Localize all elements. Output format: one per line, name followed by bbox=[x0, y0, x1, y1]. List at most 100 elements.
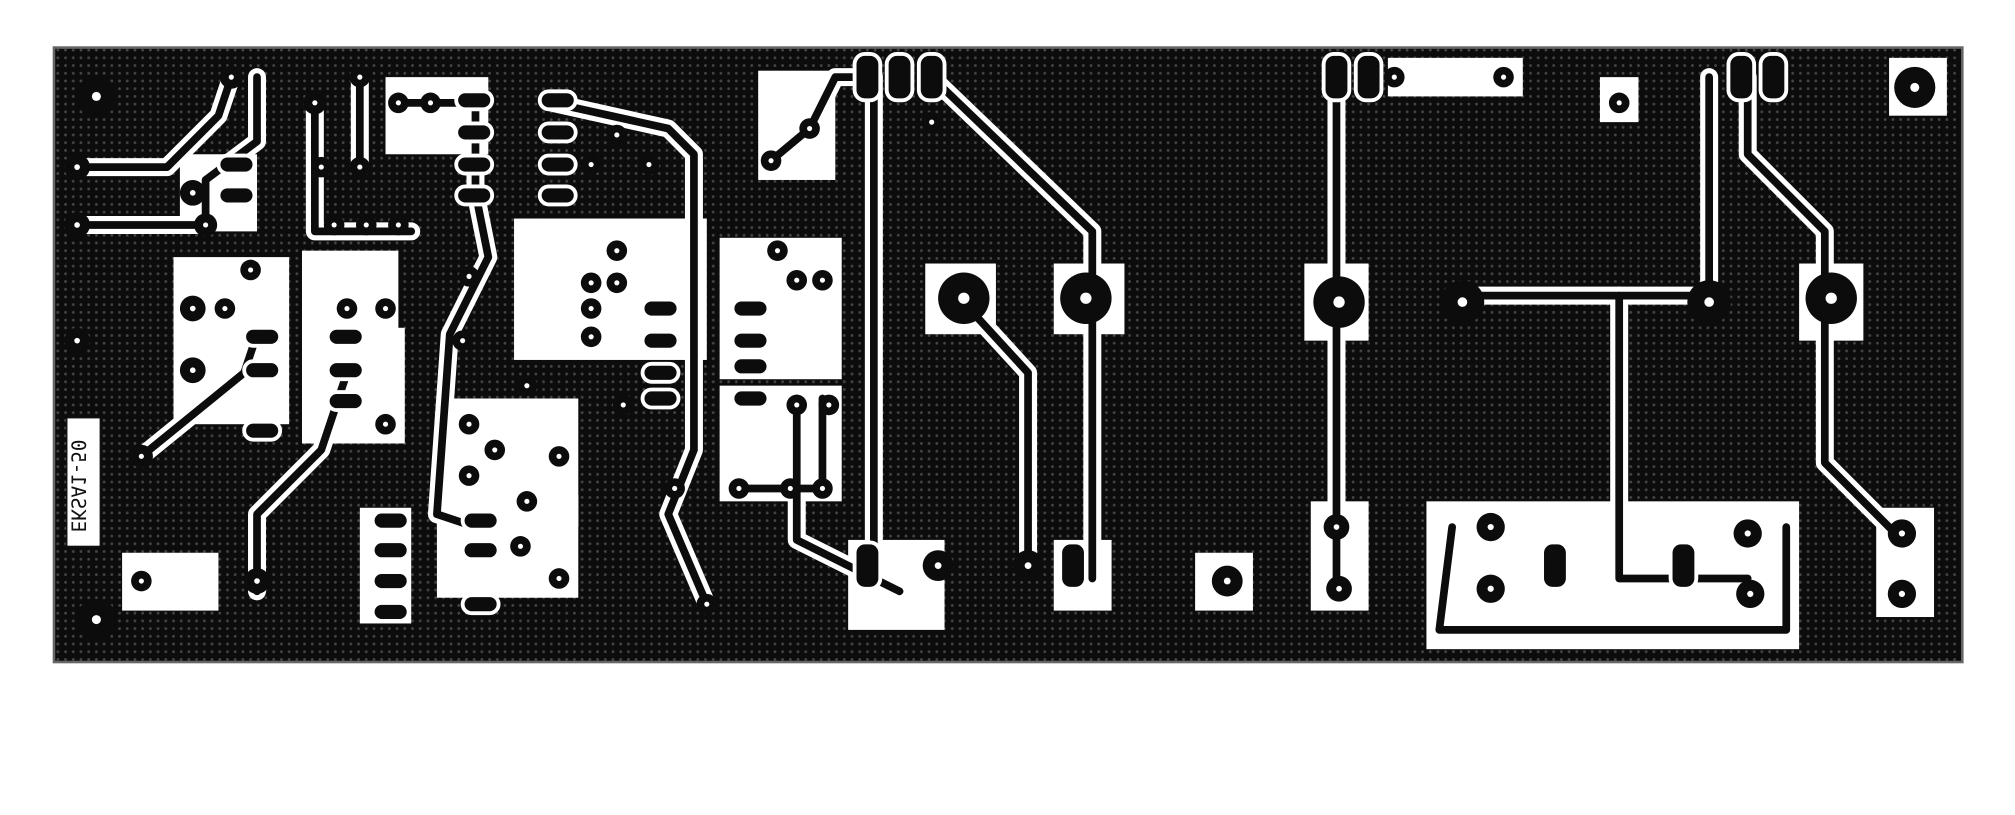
drill-hole bbox=[382, 305, 389, 312]
drill-hole bbox=[524, 498, 530, 504]
drill-hole bbox=[517, 543, 524, 549]
smd-pad bbox=[730, 297, 771, 320]
drill-hole bbox=[331, 222, 337, 228]
drill-hole bbox=[138, 578, 144, 584]
oblong-pad bbox=[852, 540, 883, 591]
trace bbox=[310, 98, 416, 236]
drill-hole bbox=[466, 421, 472, 427]
oblong-pad bbox=[852, 52, 883, 103]
drill-hole bbox=[1500, 74, 1507, 80]
trace bbox=[1435, 523, 1791, 634]
drill-hole bbox=[620, 402, 626, 408]
drill-hole bbox=[222, 305, 228, 312]
drill-hole bbox=[466, 273, 472, 279]
smd-pad bbox=[730, 355, 771, 378]
drill-hole bbox=[1744, 530, 1751, 537]
trace bbox=[1615, 291, 1752, 583]
drill-hole bbox=[91, 615, 101, 625]
smd-pad bbox=[537, 121, 578, 144]
trace bbox=[927, 73, 1097, 583]
drill-hole bbox=[794, 277, 800, 283]
smd-pad bbox=[216, 184, 257, 207]
smd-pad bbox=[325, 359, 366, 382]
drill-hole bbox=[203, 222, 209, 228]
drill-hole bbox=[254, 578, 260, 584]
drill-hole bbox=[819, 277, 826, 283]
drill-hole bbox=[774, 248, 781, 254]
drill-hole bbox=[1910, 82, 1920, 92]
drill-hole bbox=[189, 367, 196, 374]
drill-hole bbox=[1487, 585, 1494, 592]
trace bbox=[1743, 73, 1906, 544]
drill-hole bbox=[929, 119, 935, 125]
drill-hole bbox=[588, 334, 594, 340]
drill-hole bbox=[74, 222, 80, 228]
oblong-pad bbox=[1540, 540, 1570, 591]
smd-pad bbox=[640, 361, 681, 384]
smd-pad bbox=[370, 570, 411, 592]
drill-hole bbox=[395, 222, 401, 228]
drill-hole bbox=[1457, 297, 1468, 307]
smd-pad bbox=[640, 387, 681, 410]
drill-hole bbox=[1704, 297, 1714, 307]
oblong-pad bbox=[884, 52, 915, 103]
drill-hole bbox=[1024, 562, 1032, 570]
drill-hole bbox=[588, 305, 594, 312]
drill-hole bbox=[1336, 585, 1342, 592]
drill-hole bbox=[1080, 292, 1092, 304]
traces bbox=[68, 68, 1911, 639]
smd-pad bbox=[216, 153, 257, 176]
drill-hole bbox=[1616, 100, 1622, 106]
smd-pad bbox=[537, 153, 578, 176]
smd-pad bbox=[460, 539, 501, 562]
drill-hole bbox=[395, 100, 401, 106]
drill-hole bbox=[1898, 590, 1906, 598]
drill-hole bbox=[807, 125, 813, 132]
drill-hole bbox=[819, 485, 826, 492]
drill-hole bbox=[1391, 74, 1397, 80]
drill-hole bbox=[826, 402, 832, 408]
smd-pad bbox=[460, 593, 501, 616]
drill-hole bbox=[248, 267, 254, 273]
drill-hole bbox=[312, 100, 318, 106]
drill-hole bbox=[614, 132, 620, 138]
smd-pad bbox=[640, 329, 681, 352]
drill-hole bbox=[382, 421, 389, 427]
drill-hole bbox=[74, 164, 80, 170]
smd-pad bbox=[454, 121, 495, 144]
oblong-pad bbox=[1321, 52, 1352, 103]
drill-hole bbox=[556, 575, 562, 582]
smd-pad bbox=[454, 89, 495, 112]
drill-hole bbox=[1747, 590, 1754, 598]
drill-hole bbox=[768, 158, 774, 164]
drill-hole bbox=[958, 292, 970, 304]
trace bbox=[953, 291, 1032, 570]
drill-hole bbox=[614, 280, 620, 286]
drill-hole bbox=[614, 248, 620, 254]
drill-hole bbox=[1898, 530, 1906, 537]
trace bbox=[73, 73, 261, 229]
oblong-pad bbox=[916, 52, 947, 103]
smd-pad bbox=[370, 509, 411, 532]
drill-hole bbox=[318, 164, 324, 170]
oblong-pad bbox=[1758, 52, 1789, 103]
drill-hole bbox=[189, 305, 196, 312]
drill-hole bbox=[189, 189, 196, 196]
drill-hole bbox=[460, 338, 466, 344]
smd-pad bbox=[454, 184, 495, 207]
drill-hole bbox=[138, 453, 144, 459]
oblong-pad bbox=[1726, 52, 1757, 103]
smd-pad bbox=[640, 297, 681, 320]
smd-pad bbox=[730, 387, 771, 410]
drill-hole bbox=[672, 485, 678, 492]
oblong-pad bbox=[1668, 540, 1699, 591]
smd-pad bbox=[242, 325, 283, 348]
smd-pad bbox=[537, 89, 578, 112]
drill-hole bbox=[344, 305, 350, 312]
oblong-pad bbox=[1353, 52, 1384, 103]
drill-hole bbox=[466, 473, 472, 479]
pads bbox=[64, 52, 1936, 641]
smd-pad bbox=[460, 509, 501, 532]
drill-hole bbox=[704, 601, 710, 607]
